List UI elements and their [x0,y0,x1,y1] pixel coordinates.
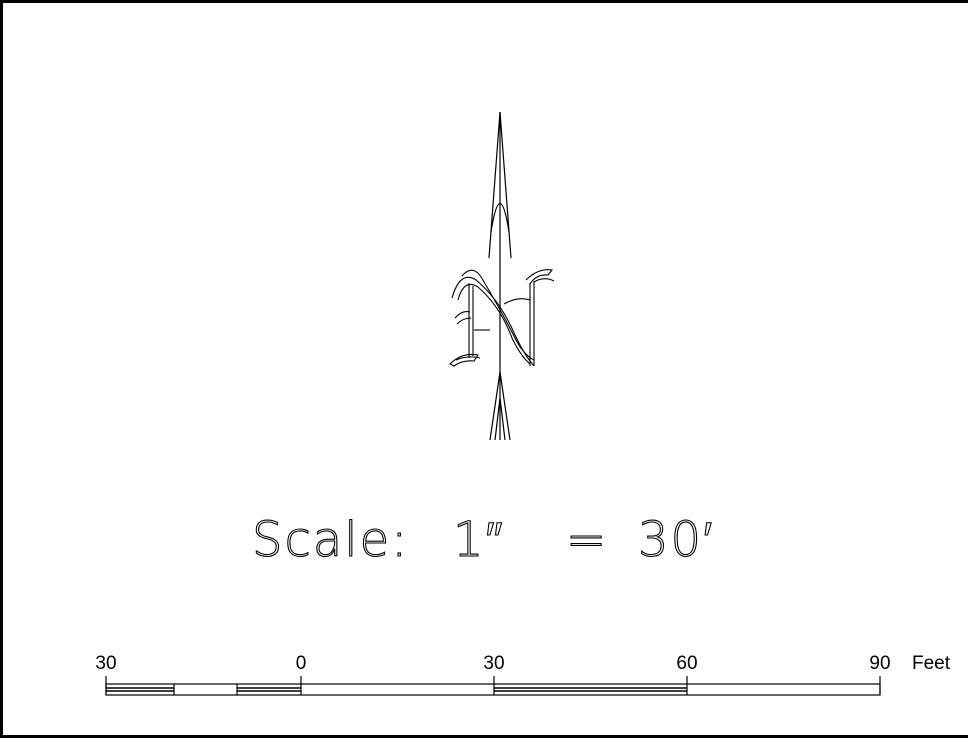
scale-bar-tick-label: 90 [869,653,890,674]
scale-bar-unit: Feet [912,653,951,674]
scale-statement: Scale: 1″ = 30′ [251,511,714,568]
scale-label: Scale: [252,512,409,568]
north-arrow-icon [488,111,512,441]
scale-bar-filled-segment [237,687,301,692]
scale-feet-value: 30′ [638,512,714,568]
north-letter-n [449,269,555,367]
scale-bar-tick-label: 0 [296,653,307,674]
scale-bar-labels: 30 0 30 60 90 Feet [95,653,950,674]
scale-bar [105,676,881,696]
scale-bar-tick-label: 30 [95,653,116,674]
scale-bar-filled-segment [494,687,687,692]
scale-bar-tick-label: 30 [483,653,504,674]
scale-inch-value: 1″ [453,512,505,568]
scale-equals: = [566,512,608,568]
scale-bar-filled-segment [106,687,174,692]
scale-bar-tick-label: 60 [676,653,697,674]
